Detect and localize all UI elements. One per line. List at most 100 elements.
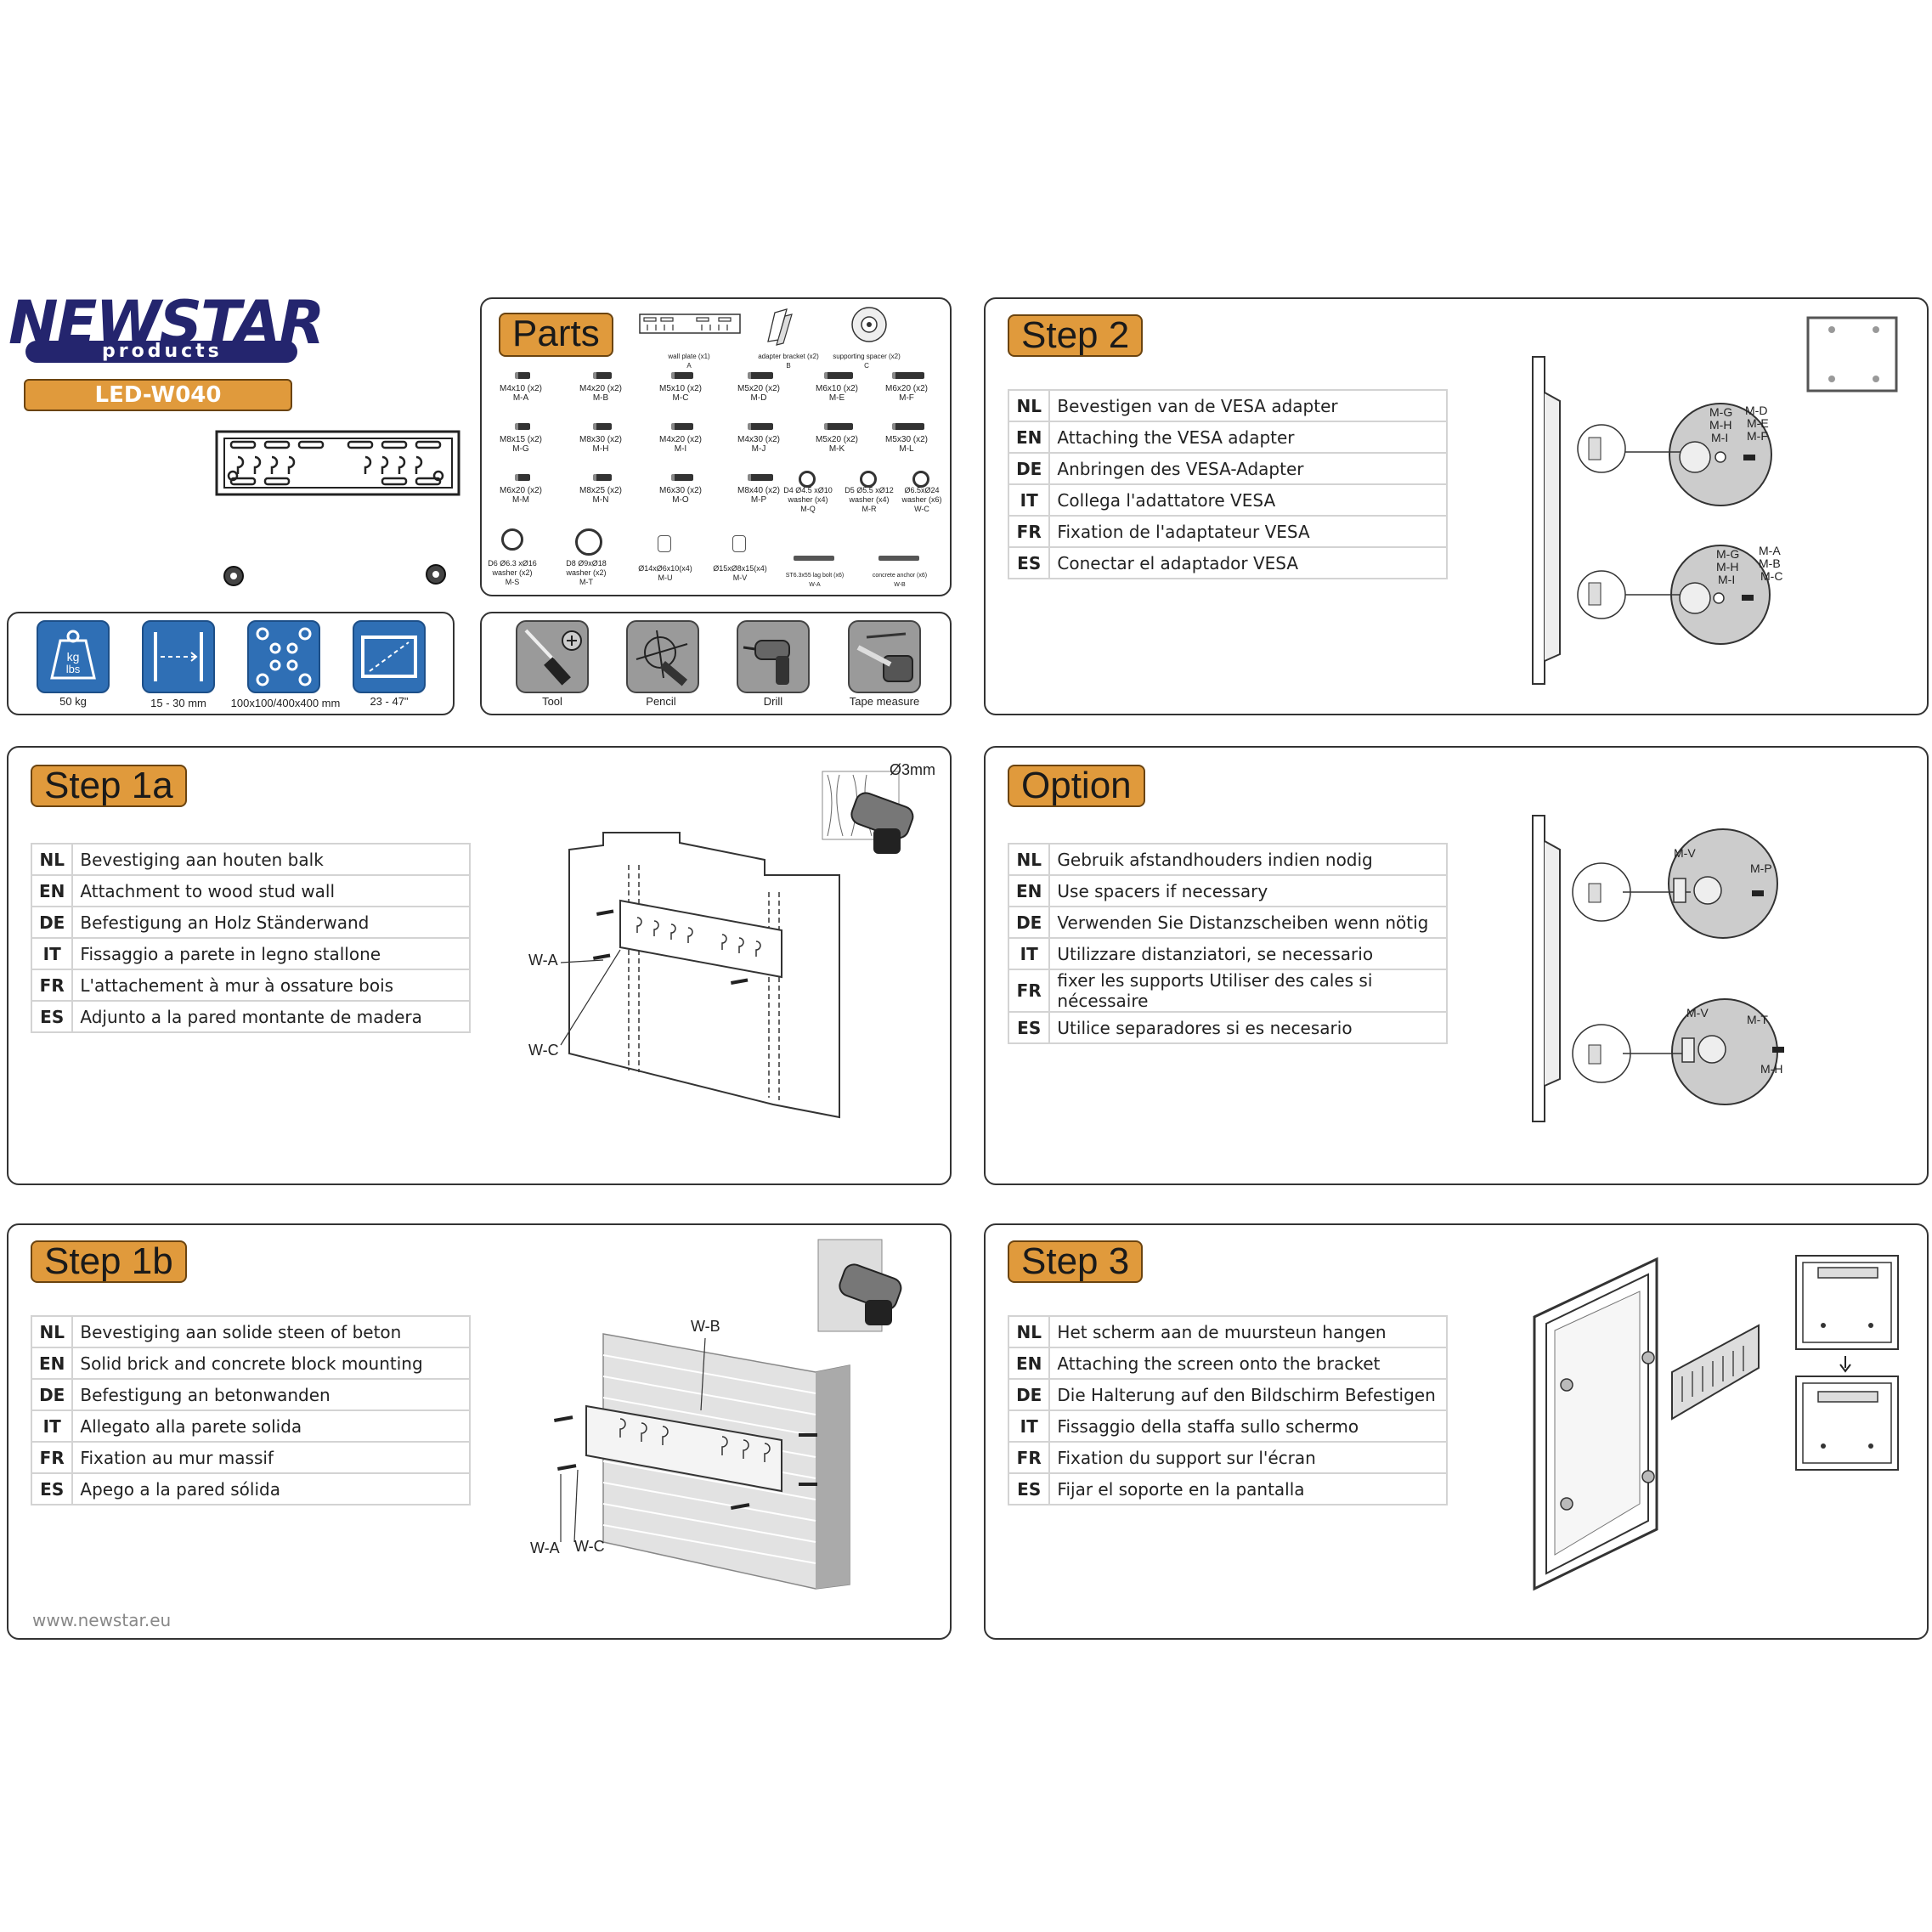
instruction-text: Collega l'adattatore VESA [1048,483,1448,517]
part-icon-m-b [593,372,612,379]
part-icon-m-q [799,471,816,488]
instruction-text: Fixation au mur massif [71,1441,471,1474]
step1b-callout-wc: W-C [574,1538,605,1555]
callout-label: M-I [1718,573,1736,586]
part-icon-w-b [878,556,919,561]
language-code: ES [1007,546,1051,579]
part-icon-m-o [671,474,693,481]
instruction-text: Apego a la pared sólida [71,1472,471,1505]
step1a-title: Step 1a [31,765,187,807]
language-code: FR [1007,515,1051,548]
callout-label: M-G [1716,547,1740,561]
instruction-text: Verwenden Sie Distanzscheiben wenn nötig [1048,906,1448,939]
instruction-text: Solid brick and concrete block mounting [71,1347,471,1380]
language-code: EN [30,874,74,907]
callout-label: M-T [1747,1013,1768,1026]
weight-icon: kg lbs [37,620,110,693]
model-name: LED-W040 [94,382,222,408]
callout-label: M-H [1709,418,1732,432]
callout-label: M-B [1759,556,1781,570]
callout-label: M-F [1747,429,1768,443]
instruction-text: L'attachement à mur à ossature bois [71,969,471,1002]
part-label-m-f: M6x20 (x2)M-F [884,384,928,403]
instruction-text: Anbringen des VESA-Adapter [1048,452,1448,485]
part-label-w-a: ST6.3x55 lag bolt (x6)W-A [785,573,845,588]
part-label-m-u: Ø14xØ6x10(x4)M-U [638,564,692,582]
callout-label: M-V [1686,1006,1709,1020]
language-code: FR [30,969,74,1002]
language-code: FR [30,1441,74,1474]
language-code: EN [1007,874,1051,907]
part-label-m-j: M4x30 (x2)M-J [737,435,780,454]
step1b-callout-wb: W-B [691,1318,720,1335]
language-code: EN [1007,1347,1051,1380]
option-illustration [1532,815,1784,1122]
instruction-text: Fixation du support sur l'écran [1048,1441,1448,1474]
part-label-m-s: D6 Ø6.3 xØ16 washer (x2)M-S [488,559,537,586]
part-label-m-r: D5 Ø5.5 xØ12 washer (x4)M-R [845,486,894,513]
callout-label: M-D [1745,404,1768,417]
step1a-drill-size: Ø3mm [890,761,935,778]
instruction-text: Befestigung an betonwanden [71,1378,471,1411]
part-label-m-q: D4 Ø4.5 xØ10 washer (x4)M-Q [783,486,833,513]
language-code: ES [30,1472,74,1505]
callout-label: M-C [1760,569,1783,583]
instruction-text: Conectar el adaptador VESA [1048,546,1448,579]
instruction-text: Gebruik afstandhouders indien nodig [1048,843,1448,876]
language-code: IT [30,1409,74,1443]
part-icon-m-k [824,423,853,430]
spec-label-weight: 50 kg [59,695,87,708]
brand-logo: NEWSTAR products [8,293,325,365]
instruction-text: Utilizzare distanziatori, se necessario [1048,937,1448,970]
instruction-text: Fijar el soporte en la pantalla [1048,1472,1448,1505]
screwdriver-icon [516,620,589,693]
language-code: NL [1007,843,1051,876]
instruction-text: Bevestigen van de VESA adapter [1048,389,1448,422]
language-code: DE [1007,906,1051,939]
part-icon-w-a [794,556,834,561]
part-label-m-l: M5x30 (x2)M-L [884,435,928,454]
part-label-m-p: M8x40 (x2)M-P [737,486,780,505]
tool-label-pencil: Pencil [646,695,676,708]
instruction-text: Die Halterung auf den Bildschirm Befesti… [1048,1378,1448,1411]
part-icon-m-m [515,474,530,481]
part-icon-m-d [748,372,773,379]
tool-label-drill: Drill [763,695,783,708]
part-icon-w-c [912,471,929,488]
part-icon-m-h [593,423,612,430]
step2-title: Step 2 [1008,314,1144,357]
callout-label: M-A [1759,544,1781,557]
part-icon-m-g [515,423,530,430]
instruction-text: Bevestiging aan houten balk [71,843,471,876]
step2-illustration [1532,316,1898,685]
part-label-adapter-bracket: adapter bracket (x2) B [758,353,819,370]
language-code: DE [30,1378,74,1411]
part-label-m-e: M6x10 (x2)M-E [815,384,858,403]
wall-plate-illustration [215,430,460,586]
language-code: IT [1007,937,1051,970]
pencil-icon [626,620,699,693]
part-icon-m-u [658,535,671,552]
vesa-pattern-icon [247,620,320,693]
option-title: Option [1008,765,1145,807]
instruction-text: Utilice separadores si es necesario [1048,1011,1448,1044]
language-code: ES [30,1000,74,1033]
part-icon-m-c [671,372,693,379]
instruction-text: Fissaggio a parete in legno stallone [71,937,471,970]
language-code: ES [1007,1472,1051,1505]
